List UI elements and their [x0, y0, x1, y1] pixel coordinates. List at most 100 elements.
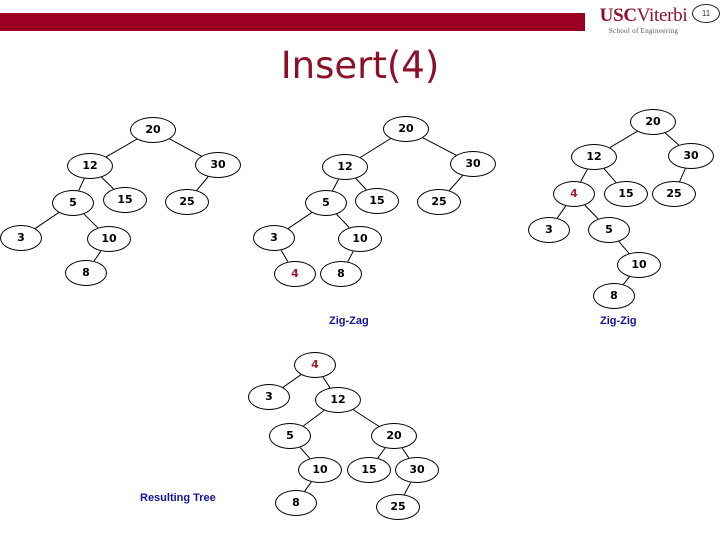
tree-edge [322, 376, 331, 389]
tree-node: 5 [588, 217, 630, 243]
tree-edge [347, 251, 354, 262]
tree-node: 30 [395, 457, 439, 483]
tree-node-label: 30 [683, 149, 699, 162]
tree-node-label: 20 [398, 122, 414, 135]
tree-node: 5 [269, 423, 311, 449]
logo-subtitle: School of Engineering [608, 27, 679, 35]
tree-node-label: 15 [369, 194, 385, 207]
tree-edge [556, 205, 567, 219]
tree-node-label: 25 [666, 187, 682, 200]
tree-node: 5 [52, 190, 94, 216]
tree-edge [304, 481, 312, 492]
tree-node-label: 10 [312, 463, 328, 476]
tree-node-label: 10 [101, 232, 117, 245]
tree-node: 12 [571, 144, 617, 170]
tree-node: 3 [248, 384, 290, 410]
usc-viterbi-logo: USCViterbi School of Engineering [586, 6, 701, 44]
tree-node-label: 30 [409, 463, 425, 476]
caption-zig-zag: Zig-Zag [329, 315, 369, 327]
tree-edge [603, 168, 617, 183]
tree-edge [580, 169, 588, 182]
tree-node-label: 25 [390, 500, 406, 513]
tree-node-label: 8 [82, 266, 90, 279]
tree-node-label: 8 [610, 289, 618, 302]
logo-usc-text: USC [599, 5, 637, 26]
tree-node: 15 [347, 457, 391, 483]
tree-node: 4 [294, 352, 336, 378]
tree-node: 8 [275, 490, 317, 516]
tree-edge [93, 250, 102, 262]
caption-resulting-tree: Resulting Tree [140, 492, 216, 504]
tree-edge [355, 178, 367, 190]
tree-node: 12 [315, 387, 361, 413]
tree-node: 25 [652, 181, 696, 207]
tree-node: 30 [195, 152, 241, 178]
tree-node-label: 20 [645, 115, 661, 128]
tree-node: 25 [417, 189, 461, 215]
tree-node: 15 [355, 188, 399, 214]
tree-node: 10 [298, 457, 342, 483]
tree-node-label: 4 [311, 358, 319, 371]
tree-node-label: 25 [179, 195, 195, 208]
tree-edge [299, 447, 311, 459]
tree-node-label: 25 [431, 195, 447, 208]
logo-viterbi-text: Viterbi [636, 5, 688, 26]
page-number-badge: 11 [692, 4, 720, 23]
tree-node-label: 15 [117, 193, 133, 206]
tree-node-label: 15 [618, 187, 634, 200]
tree-node: 20 [630, 109, 676, 135]
tree-edge [448, 175, 463, 191]
tree-node: 3 [528, 217, 570, 243]
tree-node: 5 [305, 190, 347, 216]
tree-node: 20 [371, 423, 417, 449]
tree-node-label: 10 [352, 232, 368, 245]
tree-node-label: 30 [210, 158, 226, 171]
tree-node-label: 30 [465, 157, 481, 170]
tree-edge [78, 178, 85, 191]
tree-node-label: 3 [270, 231, 278, 244]
tree-edge [401, 447, 410, 459]
tree-node-label: 12 [330, 393, 346, 406]
tree-edge [336, 213, 350, 228]
tree-node: 4 [553, 181, 595, 207]
tree-node: 15 [103, 187, 147, 213]
tree-node-label: 5 [322, 196, 330, 209]
tree-node-label: 5 [605, 223, 613, 236]
tree-node-label: 8 [337, 267, 345, 280]
tree-edge [403, 482, 412, 495]
tree-node: 10 [87, 226, 131, 252]
tree-node: 30 [450, 151, 496, 177]
tree-edge [280, 249, 289, 263]
tree-node-label: 4 [570, 187, 578, 200]
tree-node-label: 5 [69, 196, 77, 209]
tree-node: 3 [253, 225, 295, 251]
caption-zig-zig: Zig-Zig [600, 315, 637, 327]
tree-node: 3 [0, 225, 42, 251]
tree-node-label: 4 [291, 267, 299, 280]
logo-wordmark: USCViterbi [586, 6, 701, 26]
tree-edge [584, 204, 599, 220]
tree-node-label: 3 [545, 223, 553, 236]
tree-node: 8 [593, 283, 635, 309]
slide-title: Insert(4) [280, 44, 440, 87]
tree-node-label: 20 [386, 429, 402, 442]
tree-node: 15 [604, 181, 648, 207]
tree-node-label: 8 [292, 496, 300, 509]
tree-edge [679, 168, 686, 182]
tree-node: 12 [67, 153, 113, 179]
tree-edge [332, 179, 339, 191]
tree-node-label: 5 [286, 429, 294, 442]
tree-node-label: 15 [361, 463, 377, 476]
tree-node: 25 [376, 494, 420, 520]
tree-node: 20 [383, 116, 429, 142]
tree-node: 10 [338, 226, 382, 252]
tree-node: 25 [165, 189, 209, 215]
tree-node: 8 [65, 260, 107, 286]
tree-edge [377, 447, 386, 459]
tree-node: 4 [274, 261, 316, 287]
tree-edge [196, 176, 209, 191]
tree-edge [83, 213, 99, 229]
tree-edge [618, 241, 630, 254]
tree-node-label: 12 [337, 160, 353, 173]
